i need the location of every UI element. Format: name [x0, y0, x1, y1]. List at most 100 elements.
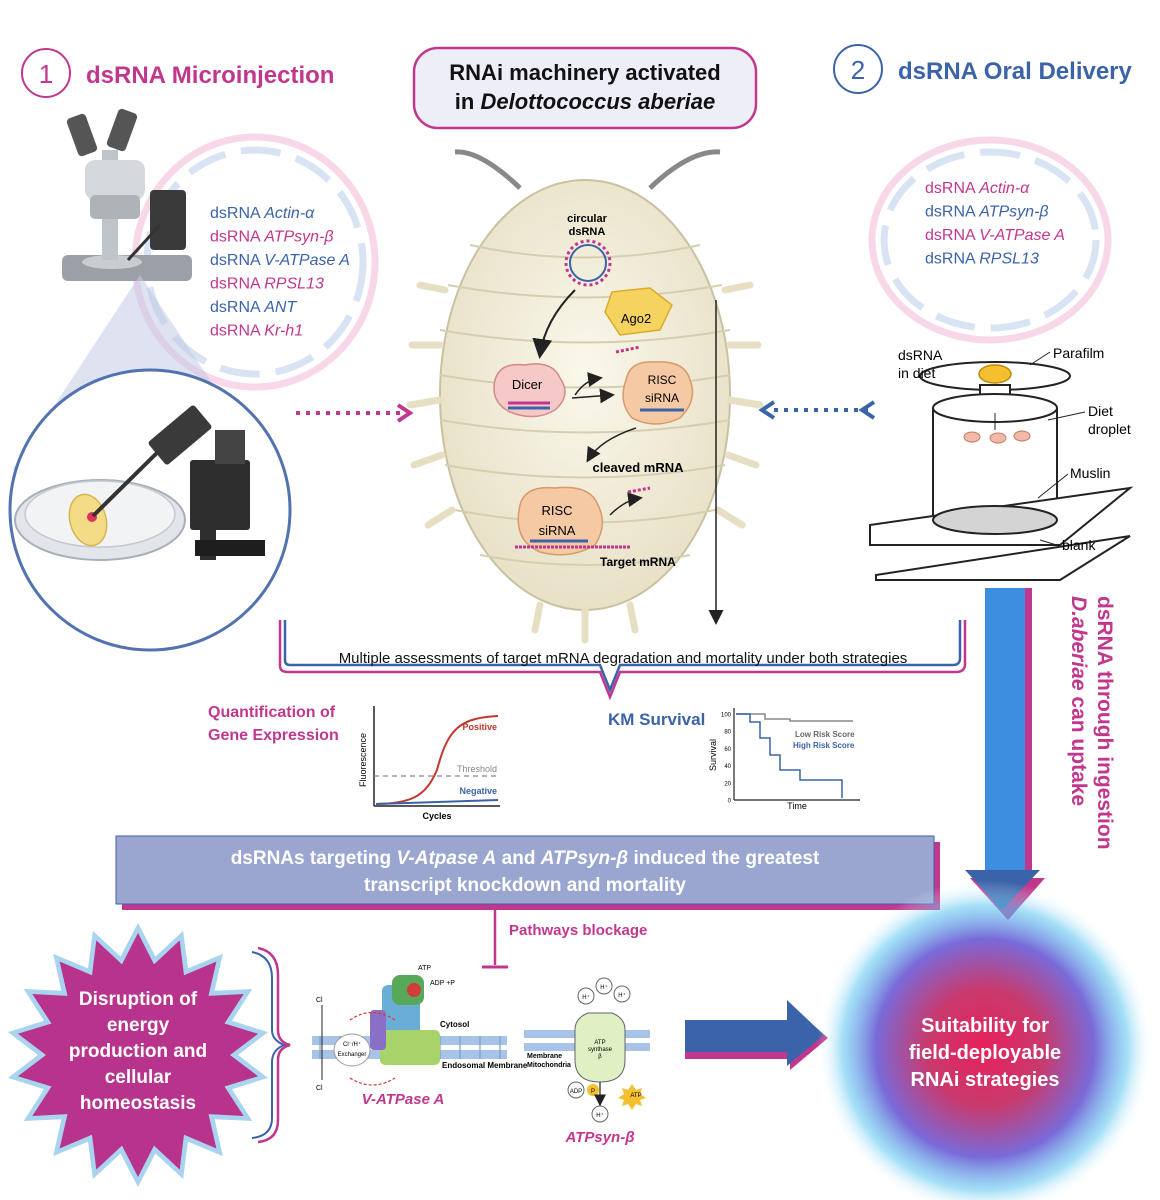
atpsyn-atp: ATP [630, 1093, 641, 1099]
step2-header: 2 dsRNA Oral Delivery [833, 44, 1133, 94]
pathways-label: Pathways blockage [509, 922, 647, 939]
km-tick: 20 [724, 781, 731, 787]
step1-number: 1 [39, 59, 53, 89]
step2-number: 2 [851, 55, 865, 85]
vatpase-atp: ATP [418, 965, 431, 972]
step1-header: 1 dsRNA Microinjection [21, 48, 334, 98]
injection-zoom [8, 275, 292, 652]
atpsyn-enzyme3: β [598, 1054, 602, 1060]
arrow-right-to-insect [758, 400, 876, 420]
banner-line1: dsRNAs targeting V-Atpase A and ATPsyn-β… [231, 848, 820, 869]
dsrna-item: dsRNA Actin-α [925, 180, 1030, 197]
label-sirna-2: siRNA [539, 523, 576, 538]
atpsyn-adp: ADP [570, 1089, 582, 1095]
label-sirna: siRNA [645, 391, 679, 405]
label-dicer: Dicer [512, 377, 543, 392]
qpcr-negative: Negative [459, 786, 497, 796]
dsrna-item: dsRNA ATPsyn-β [210, 229, 334, 246]
conclusion-banner: dsRNAs targeting V-Atpase A and ATPsyn-β… [115, 835, 940, 910]
atpsyn-p: P [591, 1089, 595, 1095]
dna-helix-right [868, 136, 1112, 344]
step1-number-circle [21, 48, 71, 98]
vatpase-endosomal: Endosomal Membrane [442, 1061, 528, 1070]
result-line: field-deployable [909, 1042, 1061, 1064]
dsrna-item: dsRNA RPSL13 [925, 251, 1039, 268]
atpsyn-h1: H⁺ [582, 994, 590, 1001]
vatpase-exchanger2: Exchanger [338, 1052, 367, 1058]
mechanism-bracket [251, 946, 291, 1144]
atpsyn-enzyme1: ATP [594, 1040, 605, 1046]
risc-icon [622, 361, 694, 425]
vatpase-cytosol: Cytosol [440, 1020, 469, 1029]
uptake-text: D.aberiae can uptake dsRNA through inges… [1067, 596, 1116, 850]
arrow-left-to-insect [296, 403, 414, 423]
assessment-text: Multiple assessments of target mRNA degr… [339, 650, 908, 667]
dsrna-item: dsRNA V-ATPase A [925, 227, 1065, 244]
result-line: Suitability for [921, 1015, 1049, 1037]
label-blank: blank [1062, 537, 1096, 553]
km-low-risk-curve [736, 713, 853, 722]
qpcr-section: Quantification of Gene Expression Positi… [208, 704, 500, 821]
dsrna-item: dsRNA V-ATPase A [210, 252, 350, 269]
circular-dsrna-icon [564, 239, 612, 287]
vatpase-diagram: ATP ADP +P Cytosol Endosomal Membrane Cl… [312, 965, 528, 1108]
mealybug-illustration [406, 149, 764, 644]
uptake-line1: D.aberiae can uptake [1067, 596, 1090, 806]
uptake-arrow [965, 588, 1045, 920]
atpsyn-h4: H⁺ [596, 1112, 604, 1119]
burst-line: homeostasis [80, 1093, 196, 1114]
label-cleaved-mrna: cleaved mRNA [592, 460, 684, 475]
negative-curve [375, 799, 499, 805]
dsrna-item: dsRNA ATPsyn-β [925, 204, 1049, 221]
ago2-icon [604, 287, 673, 336]
label-circular: circular [567, 213, 607, 225]
pathways-blockage: Pathways blockage [482, 910, 647, 969]
burst-line: Disruption of [79, 989, 198, 1010]
km-tick: 60 [724, 747, 731, 753]
km-tick: 100 [721, 713, 732, 719]
label-target-mrna: Target mRNA [600, 555, 676, 569]
qpcr-threshold: Threshold [457, 764, 497, 774]
banner-line2: transcript knockdown and mortality [364, 875, 686, 896]
center-title-box: RNAi machinery activated in Delottococcu… [412, 46, 758, 130]
positive-curve [375, 715, 499, 805]
label-parafilm: Parafilm [1053, 345, 1104, 361]
label-risc: RISC [648, 373, 677, 387]
atpsyn-membrane1: Membrane [527, 1053, 562, 1060]
atpsyn-diagram: Membrane Mitochondria ATP synthase β H⁺ … [524, 977, 650, 1146]
risc-complex-icon [517, 486, 604, 556]
km-tick: 80 [724, 730, 731, 736]
km-low-label: Low Risk Score [795, 730, 855, 739]
rnai-pathway: circular dsRNA Ago2 Dicer RISC siRNA cle… [493, 213, 724, 625]
dsrna-item: dsRNA ANT [210, 299, 297, 316]
step2-dsrna-list: dsRNA Actin-α dsRNA ATPsyn-β dsRNA V-ATPas… [925, 180, 1065, 268]
km-xlabel: Time [787, 801, 807, 811]
assessment-bracket: Multiple assessments of target mRNA degr… [278, 620, 967, 701]
feeding-chamber: dsRNA in diet Parafilm Diet droplet Musl… [869, 345, 1134, 581]
km-title: KM Survival [608, 710, 705, 729]
qpcr-positive: Positive [462, 722, 497, 732]
dsrna-item: dsRNA Kr-h1 [210, 323, 303, 340]
km-tick: 40 [724, 764, 731, 770]
burst-line: production and [69, 1041, 207, 1062]
center-title-line2: in Delottococcus aberiae [455, 89, 715, 114]
qpcr-xlabel: Cycles [422, 811, 451, 821]
km-tick: 0 [728, 799, 732, 805]
step2-title: dsRNA Oral Delivery [898, 58, 1133, 85]
vatpase-cl-bottom: Cl [316, 1085, 323, 1092]
center-title-line1: RNAi machinery activated [449, 60, 720, 85]
label-ago2: Ago2 [621, 311, 651, 326]
label-droplet: droplet [1088, 421, 1131, 437]
label-in-diet: in diet [898, 365, 935, 381]
qpcr-title-line1: Quantification of [208, 704, 336, 721]
vatpase-adp: ADP +P [430, 980, 455, 987]
result-line: RNAi strategies [911, 1069, 1060, 1091]
vatpase-caption: V-ATPase A [362, 1091, 445, 1108]
microscope-icon [62, 108, 192, 281]
label-diet: Diet [1088, 403, 1113, 419]
vatpase-exchanger1: Cl⁻/H⁺ [343, 1041, 361, 1048]
